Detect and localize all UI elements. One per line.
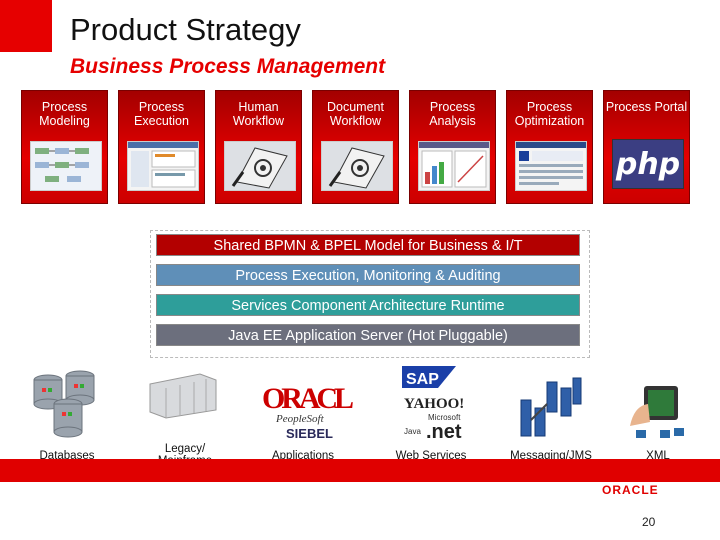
oracle-footer-logo: ORACLE <box>602 483 659 497</box>
layer-services-component: Services Component Architecture Runtime <box>156 294 580 316</box>
svg-text:PeopleSoft: PeopleSoft <box>275 413 325 425</box>
card-label: Document Workflow <box>313 100 398 128</box>
process-execution-screenshot-icon <box>127 141 199 191</box>
layer-app-server: Java EE Application Server (Hot Pluggabl… <box>156 324 580 346</box>
mainframe-servers-icon <box>146 370 220 420</box>
card-label: Process Optimization <box>507 100 592 128</box>
process-model-diagram-icon <box>30 141 102 191</box>
card-label: Human Workflow <box>216 100 301 128</box>
title-accent-block <box>0 0 52 52</box>
human-workflow-handheld-icon <box>224 141 296 191</box>
document-workflow-handheld-icon <box>321 141 393 191</box>
footer-red-bar <box>0 459 720 482</box>
card-process-execution[interactable]: Process Execution <box>118 90 205 204</box>
card-process-analysis[interactable]: Process Analysis <box>409 90 496 204</box>
layer-process-execution: Process Execution, Monitoring & Auditing <box>156 264 580 286</box>
card-label: Process Analysis <box>410 100 495 128</box>
svg-text:YAHOO!: YAHOO! <box>404 396 464 412</box>
card-label: Process Portal <box>604 100 689 114</box>
page-number: 20 <box>642 515 655 529</box>
sap-yahoo-net-java-logos: SAP YAHOO! Microsoft Java .net <box>398 364 470 444</box>
slide-title: Product Strategy <box>70 12 301 48</box>
process-analysis-screenshot-icon <box>418 141 490 191</box>
card-document-workflow[interactable]: Document Workflow <box>312 90 399 204</box>
database-stack-icon <box>28 368 104 444</box>
card-label: Process Modeling <box>22 100 107 128</box>
svg-text:SIEBEL: SIEBEL <box>286 426 333 441</box>
card-human-workflow[interactable]: Human Workflow <box>215 90 302 204</box>
card-process-portal[interactable]: Process Portal php <box>603 90 690 204</box>
svg-text:.net: .net <box>426 421 462 443</box>
svg-text:SAP: SAP <box>406 371 439 388</box>
svg-text:ORACL: ORACL <box>262 382 354 415</box>
oracle-peoplesoft-siebel-logos: ORACL PeopleSoft SIEBEL <box>250 370 362 442</box>
card-process-modeling[interactable]: Process Modeling <box>21 90 108 204</box>
card-process-optimization[interactable]: Process Optimization <box>506 90 593 204</box>
card-label: Process Execution <box>119 100 204 128</box>
layer-shared-model: Shared BPMN & BPEL Model for Business & … <box>156 234 580 256</box>
php-logo: php <box>612 139 684 189</box>
messaging-blocks-icon <box>517 374 587 442</box>
svg-text:Java: Java <box>404 427 421 436</box>
php-logo-text: php <box>616 147 680 182</box>
process-optimization-screenshot-icon <box>515 141 587 191</box>
xml-device-icon <box>624 382 688 444</box>
slide-subtitle: Business Process Management <box>70 55 385 79</box>
